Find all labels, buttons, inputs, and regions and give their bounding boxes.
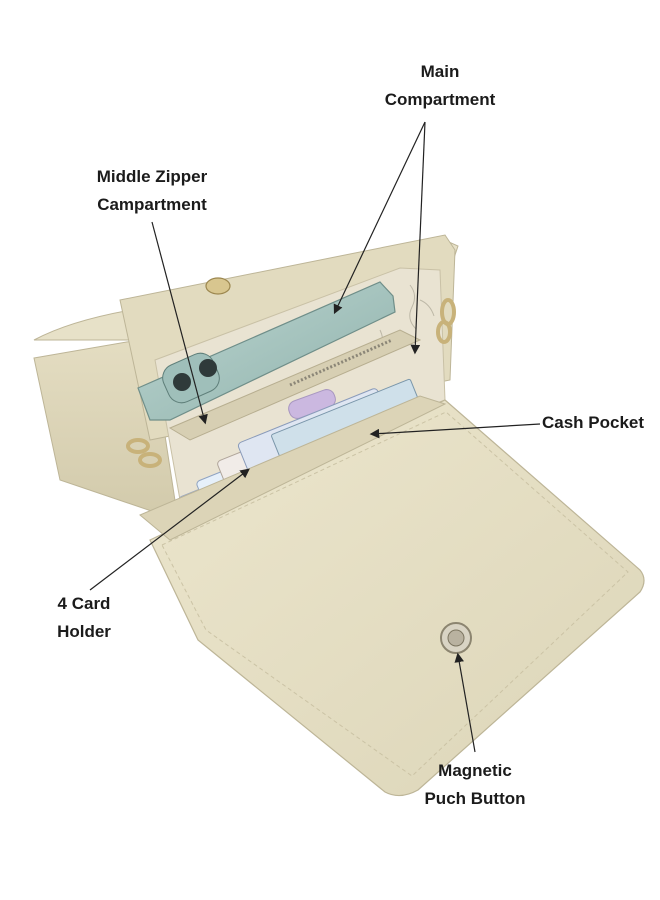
callout-card-holder-line1: 4 Card	[57, 594, 111, 613]
callout-middle-zipper-line2: Campartment	[97, 195, 207, 214]
top-clasp-button	[205, 277, 231, 295]
arrow-main-compartment-1	[333, 121, 426, 315]
card-pocket-panel	[139, 395, 447, 541]
callout-middle-zipper-line1: Middle Zipper	[96, 167, 208, 186]
zipper-track	[168, 329, 422, 441]
phone-lens-2	[199, 359, 217, 377]
chain-ring-left	[126, 438, 162, 468]
bag-front-flap	[149, 399, 645, 797]
phone-lens-1	[173, 373, 191, 391]
callout-card-holder: 4 Card Holder	[34, 590, 134, 646]
magnetic-button-inner	[447, 629, 465, 647]
zipper-teeth	[289, 338, 393, 387]
arrow-main-compartment-2	[410, 121, 426, 355]
arrow-middle-zipper	[151, 221, 208, 425]
callout-card-holder-line2: Holder	[57, 622, 111, 641]
callout-magnetic-button: Magnetic Puch Button	[405, 757, 545, 813]
callout-middle-zipper: Middle Zipper Campartment	[82, 163, 222, 219]
callout-main-compartment-line1: Main	[420, 62, 460, 81]
arrow-card-holder	[89, 468, 250, 591]
callout-main-compartment: Main Compartment	[370, 58, 510, 114]
callout-cash-pocket: Cash Pocket	[533, 409, 653, 437]
arrow-cash-pocket	[369, 423, 541, 439]
callout-magnetic-button-line1: Magnetic	[438, 761, 512, 780]
chain-ring-right	[436, 298, 456, 344]
flap-stitching	[161, 411, 629, 777]
callout-magnetic-button-line2: Puch Button	[424, 789, 526, 808]
callout-cash-pocket-line1: Cash Pocket	[541, 413, 645, 432]
callout-main-compartment-line2: Compartment	[384, 90, 496, 109]
arrow-magnetic-button	[454, 652, 476, 753]
